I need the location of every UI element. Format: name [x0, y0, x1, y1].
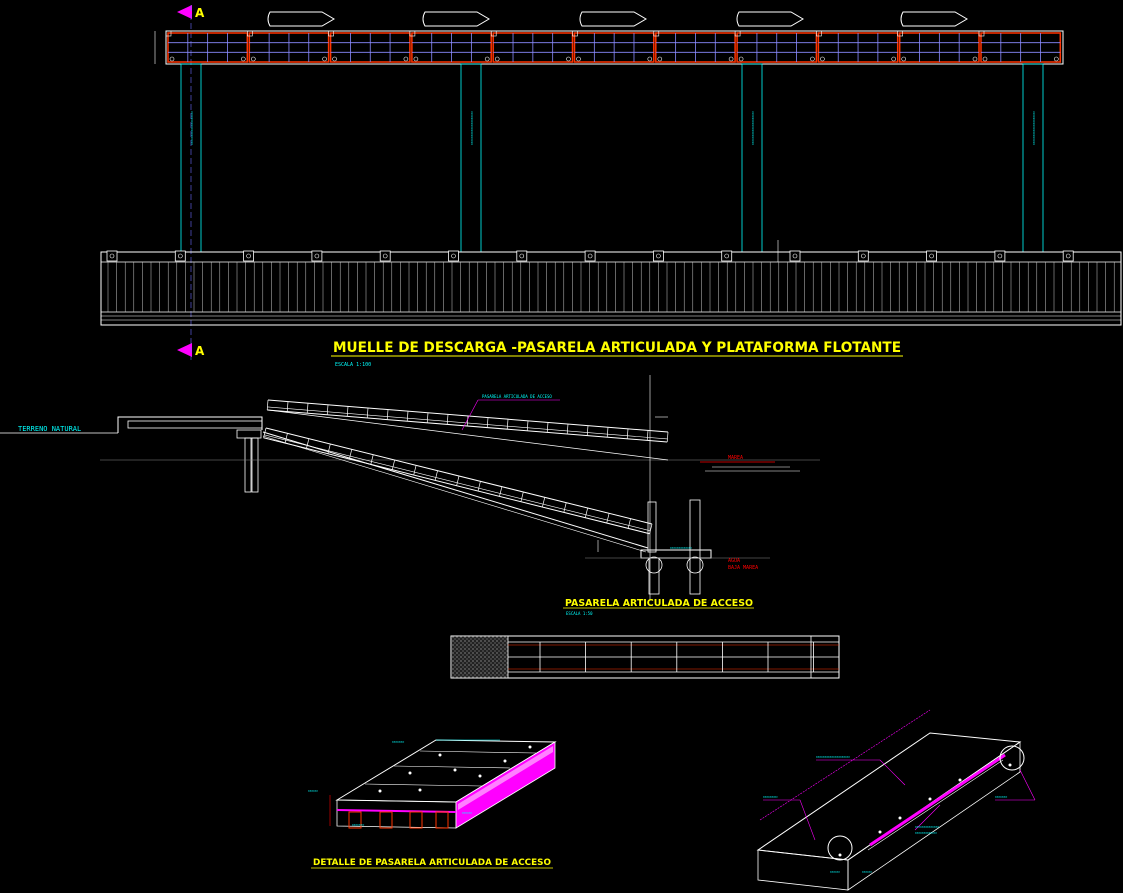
floating-platform-modules	[165, 30, 1062, 63]
svg-text:▭▭▭▭▭: ▭▭▭▭▭	[995, 794, 1008, 799]
section-marker-arrow-bottom	[177, 343, 192, 357]
water-low-label-2: BAJA MAREA	[728, 565, 758, 571]
plan-view: A A ▭▭▭▭▭▭▭▭▭▭▭▭▭▭▭▭▭▭▭▭▭▭▭▭▭▭▭▭▭▭▭▭▭▭▭▭…	[100, 5, 1122, 368]
access-gangways: ▭▭▭▭▭▭▭▭▭▭▭▭▭▭ ▭▭▭▭▭▭▭▭▭▭▭▭▭▭ ▭▭▭▭▭▭▭▭▭▭▭▭…	[180, 63, 1044, 253]
terrain-label: TERRENO NATURAL	[18, 425, 81, 433]
water-high-label: MAREA	[728, 455, 743, 461]
gangway-plan	[450, 635, 840, 679]
svg-text:▭▭▭▭: ▭▭▭▭	[862, 869, 872, 874]
floating-platform-outline	[165, 30, 1064, 65]
svg-text:▭▭▭▭▭▭▭▭▭▭▭▭▭▭: ▭▭▭▭▭▭▭▭▭▭▭▭▭▭	[469, 111, 474, 145]
svg-text:▭▭▭▭: ▭▭▭▭	[830, 869, 840, 874]
detail-title: DETALLE DE PASARELA ARTICULADA DE ACCESO	[313, 858, 551, 868]
svg-text:▭▭▭▭▭▭▭▭▭▭▭▭▭▭: ▭▭▭▭▭▭▭▭▭▭▭▭▭▭	[816, 754, 850, 759]
detail-left-dim-4: ▭▭▭▭	[462, 810, 472, 815]
gangway-label: PASARELA ARTICULADA DE ACCESO	[482, 394, 552, 399]
gangway-low-tide	[262, 427, 657, 553]
pasarela-scale: ESCALA 1:50	[566, 611, 593, 616]
detail-left: ▭▭▭▭▭ ▭▭▭▭ ▭▭▭▭▭ ▭▭▭▭ DETALLE DE PASAREL…	[308, 739, 557, 869]
water-low-label: AGUA	[728, 558, 740, 564]
detail-left-dim-2: ▭▭▭▭	[308, 788, 318, 793]
detail-right: ▭▭▭▭▭▭▭▭▭▭▭▭▭▭ ▭▭▭▭▭▭ ▭▭▭▭▭▭▭▭▭▭ ▭▭▭▭▭▭▭…	[756, 709, 1036, 891]
section-marker-label-bottom: A	[195, 344, 205, 358]
boat-outlines	[267, 11, 968, 27]
gangway-high-tide	[266, 399, 669, 461]
svg-text:▭▭▭▭▭▭▭▭▭▭▭▭▭▭: ▭▭▭▭▭▭▭▭▭▭▭▭▭▭	[1031, 111, 1036, 145]
svg-text:▭▭▭▭▭▭▭▭▭▭▭▭▭▭: ▭▭▭▭▭▭▭▭▭▭▭▭▭▭	[189, 111, 194, 145]
section-marker-arrow-top	[177, 5, 192, 19]
detail-left-dim: ▭▭▭▭▭	[392, 739, 405, 744]
float-label: ▭▭▭▭▭▭▭▭▭	[670, 545, 692, 550]
detail-left-dim-3: ▭▭▭▭▭	[352, 822, 365, 827]
main-scale: ESCALA 1:100	[335, 362, 371, 368]
main-title: MUELLE DE DESCARGA -PASARELA ARTICULADA …	[333, 340, 901, 356]
svg-text:▭▭▭▭▭▭▭▭▭: ▭▭▭▭▭▭▭▭▭	[915, 830, 937, 835]
pasarela-title: PASARELA ARTICULADA DE ACCESO	[565, 598, 753, 609]
section-marker-label-top: A	[195, 6, 205, 20]
svg-text:▭▭▭▭▭▭: ▭▭▭▭▭▭	[763, 794, 778, 799]
quay-strip	[100, 240, 1122, 326]
svg-text:▭▭▭▭▭▭▭▭▭▭▭▭▭▭: ▭▭▭▭▭▭▭▭▭▭▭▭▭▭	[750, 111, 755, 145]
svg-text:▭▭▭▭▭▭▭▭▭▭: ▭▭▭▭▭▭▭▭▭▭	[915, 824, 940, 829]
elevation-view: TERRENO NATURAL PASARELA ARTICULADA DE A…	[0, 375, 820, 616]
